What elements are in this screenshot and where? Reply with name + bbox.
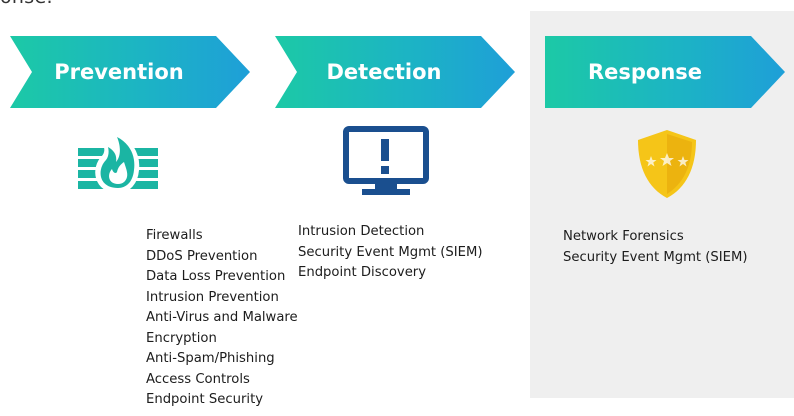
partial-header-text: onse. [0,0,53,8]
response-list: Network Forensics Security Event Mgmt (S… [563,227,748,268]
list-item: DDoS Prevention [146,248,258,264]
list-item: Data Loss Prevention [146,269,286,284]
shield-stars-icon [634,128,700,204]
list-item: Intrusion Prevention [146,289,279,305]
stage-label-response: Response [587,60,703,84]
list-item: Intrusion Detection [298,224,425,239]
list-item: Endpoint Discovery [298,265,427,280]
stage-arrow-response: Response [545,36,785,108]
detection-list: Intrusion Detection Security Event Mgmt … [298,222,483,284]
list-item: Anti-Spam/Phishing [146,351,275,366]
list-item: Network Forensics [563,229,684,244]
list-item: Encryption [146,330,217,346]
list-item: Security Event Mgmt (SIEM) [298,244,483,260]
arrow-shape [275,36,515,108]
stage-arrow-detection: Detection [275,36,515,108]
arrow-shape [10,36,250,108]
prevention-list: Firewalls DDoS Prevention Data Loss Prev… [146,226,298,411]
list-item: Endpoint Security [146,392,264,407]
list-item: Firewalls [146,228,203,243]
firewall-flame-icon [78,124,158,196]
stage-arrow-prevention: Prevention [10,36,250,108]
list-item: Security Event Mgmt (SIEM) [563,249,748,265]
arrow-shape [545,36,785,108]
stage-label-detection: Detection [326,60,442,84]
list-item: Access Controls [146,371,250,387]
list-item: Anti-Virus and Malware [146,310,298,325]
stage-label-prevention: Prevention [54,60,184,84]
monitor-alert-icon [342,126,430,200]
